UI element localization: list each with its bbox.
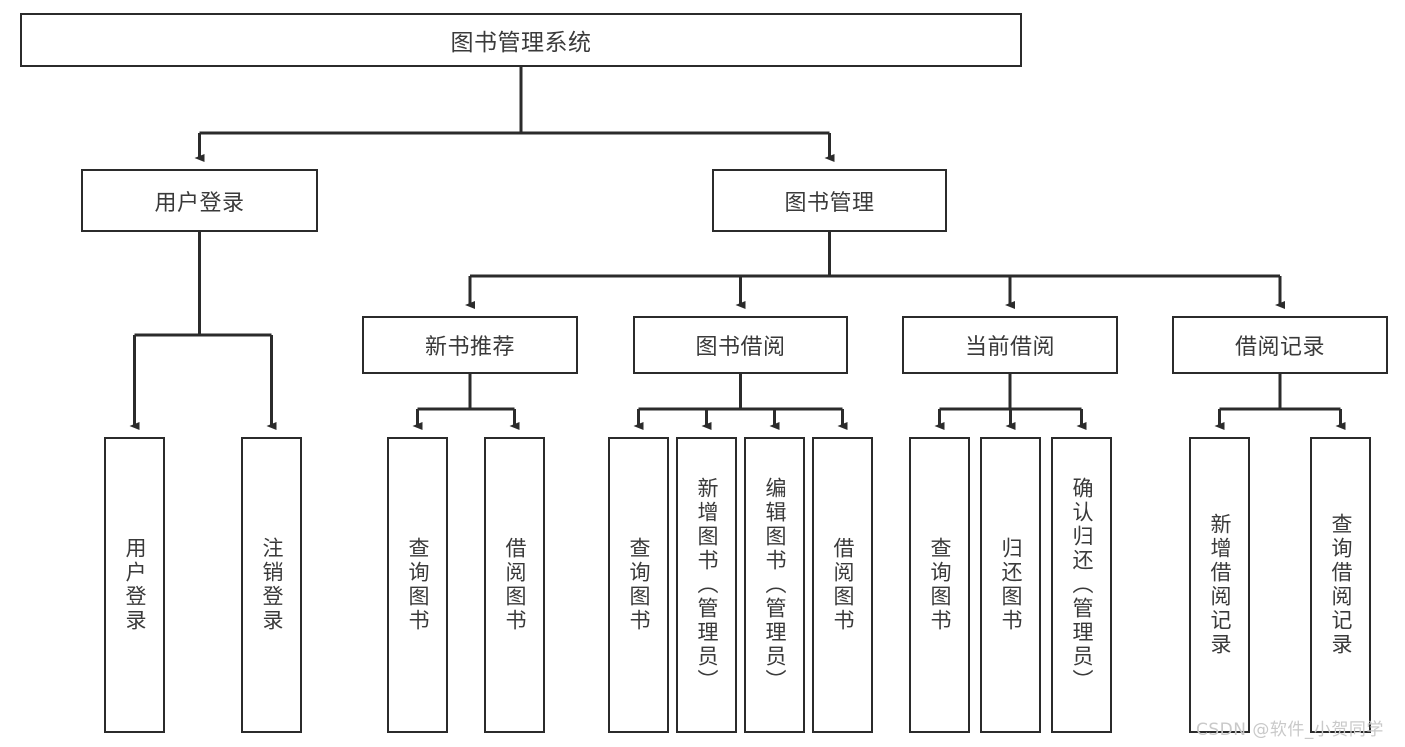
node-book-management-label: 图书管理 — [784, 190, 875, 216]
node-leaf-add-book-label: 新增图书（管理员） — [695, 477, 719, 693]
node-book-management[interactable]: 图书管理 — [712, 169, 947, 232]
node-leaf-add-record-label: 新增借阅记录 — [1208, 513, 1232, 657]
node-current-borrow[interactable]: 当前借阅 — [902, 316, 1118, 374]
node-book-borrow[interactable]: 图书借阅 — [633, 316, 848, 374]
node-borrow-record-label: 借阅记录 — [1234, 335, 1325, 360]
node-leaf-add-book[interactable]: 新增图书（管理员） — [676, 437, 737, 733]
node-book-borrow-label: 图书借阅 — [695, 335, 786, 360]
node-leaf-edit-book-label: 编辑图书（管理员） — [763, 477, 787, 693]
node-leaf-confirm-return-label: 确认归还（管理员） — [1070, 477, 1094, 693]
csdn-watermark: CSDN @软件_小贺同学 — [1196, 720, 1384, 740]
node-leaf-query-book-3[interactable]: 查询图书 — [909, 437, 970, 733]
node-leaf-return-book-label: 归还图书 — [999, 537, 1023, 633]
node-leaf-query-book-2-label: 查询图书 — [627, 537, 651, 633]
node-user-login-label: 用户登录 — [154, 190, 245, 216]
node-leaf-return-book[interactable]: 归还图书 — [980, 437, 1041, 733]
node-leaf-query-book-1[interactable]: 查询图书 — [387, 437, 448, 733]
node-leaf-borrow-book-2[interactable]: 借阅图书 — [812, 437, 873, 733]
node-leaf-borrow-book-2-label: 借阅图书 — [831, 537, 855, 633]
node-leaf-borrow-book-1-label: 借阅图书 — [503, 537, 527, 633]
node-leaf-edit-book[interactable]: 编辑图书（管理员） — [744, 437, 805, 733]
node-leaf-user-login-label: 用户登录 — [123, 537, 147, 633]
node-leaf-confirm-return[interactable]: 确认归还（管理员） — [1051, 437, 1112, 733]
node-leaf-query-record[interactable]: 查询借阅记录 — [1310, 437, 1371, 733]
node-leaf-user-login[interactable]: 用户登录 — [104, 437, 165, 733]
node-leaf-query-book-2[interactable]: 查询图书 — [608, 437, 669, 733]
node-leaf-query-book-3-label: 查询图书 — [928, 537, 952, 633]
node-leaf-user-logout-label: 注销登录 — [260, 537, 284, 633]
node-leaf-query-record-label: 查询借阅记录 — [1329, 513, 1353, 657]
node-root-label: 图书管理系统 — [450, 30, 592, 56]
node-root[interactable]: 图书管理系统 — [20, 13, 1022, 67]
node-new-book-recommend[interactable]: 新书推荐 — [362, 316, 578, 374]
node-leaf-user-logout[interactable]: 注销登录 — [241, 437, 302, 733]
node-borrow-record[interactable]: 借阅记录 — [1172, 316, 1388, 374]
node-leaf-query-book-1-label: 查询图书 — [406, 537, 430, 633]
node-leaf-borrow-book-1[interactable]: 借阅图书 — [484, 437, 545, 733]
node-user-login[interactable]: 用户登录 — [81, 169, 318, 232]
node-leaf-add-record[interactable]: 新增借阅记录 — [1189, 437, 1250, 733]
node-new-book-recommend-label: 新书推荐 — [424, 335, 515, 360]
node-current-borrow-label: 当前借阅 — [964, 335, 1055, 360]
